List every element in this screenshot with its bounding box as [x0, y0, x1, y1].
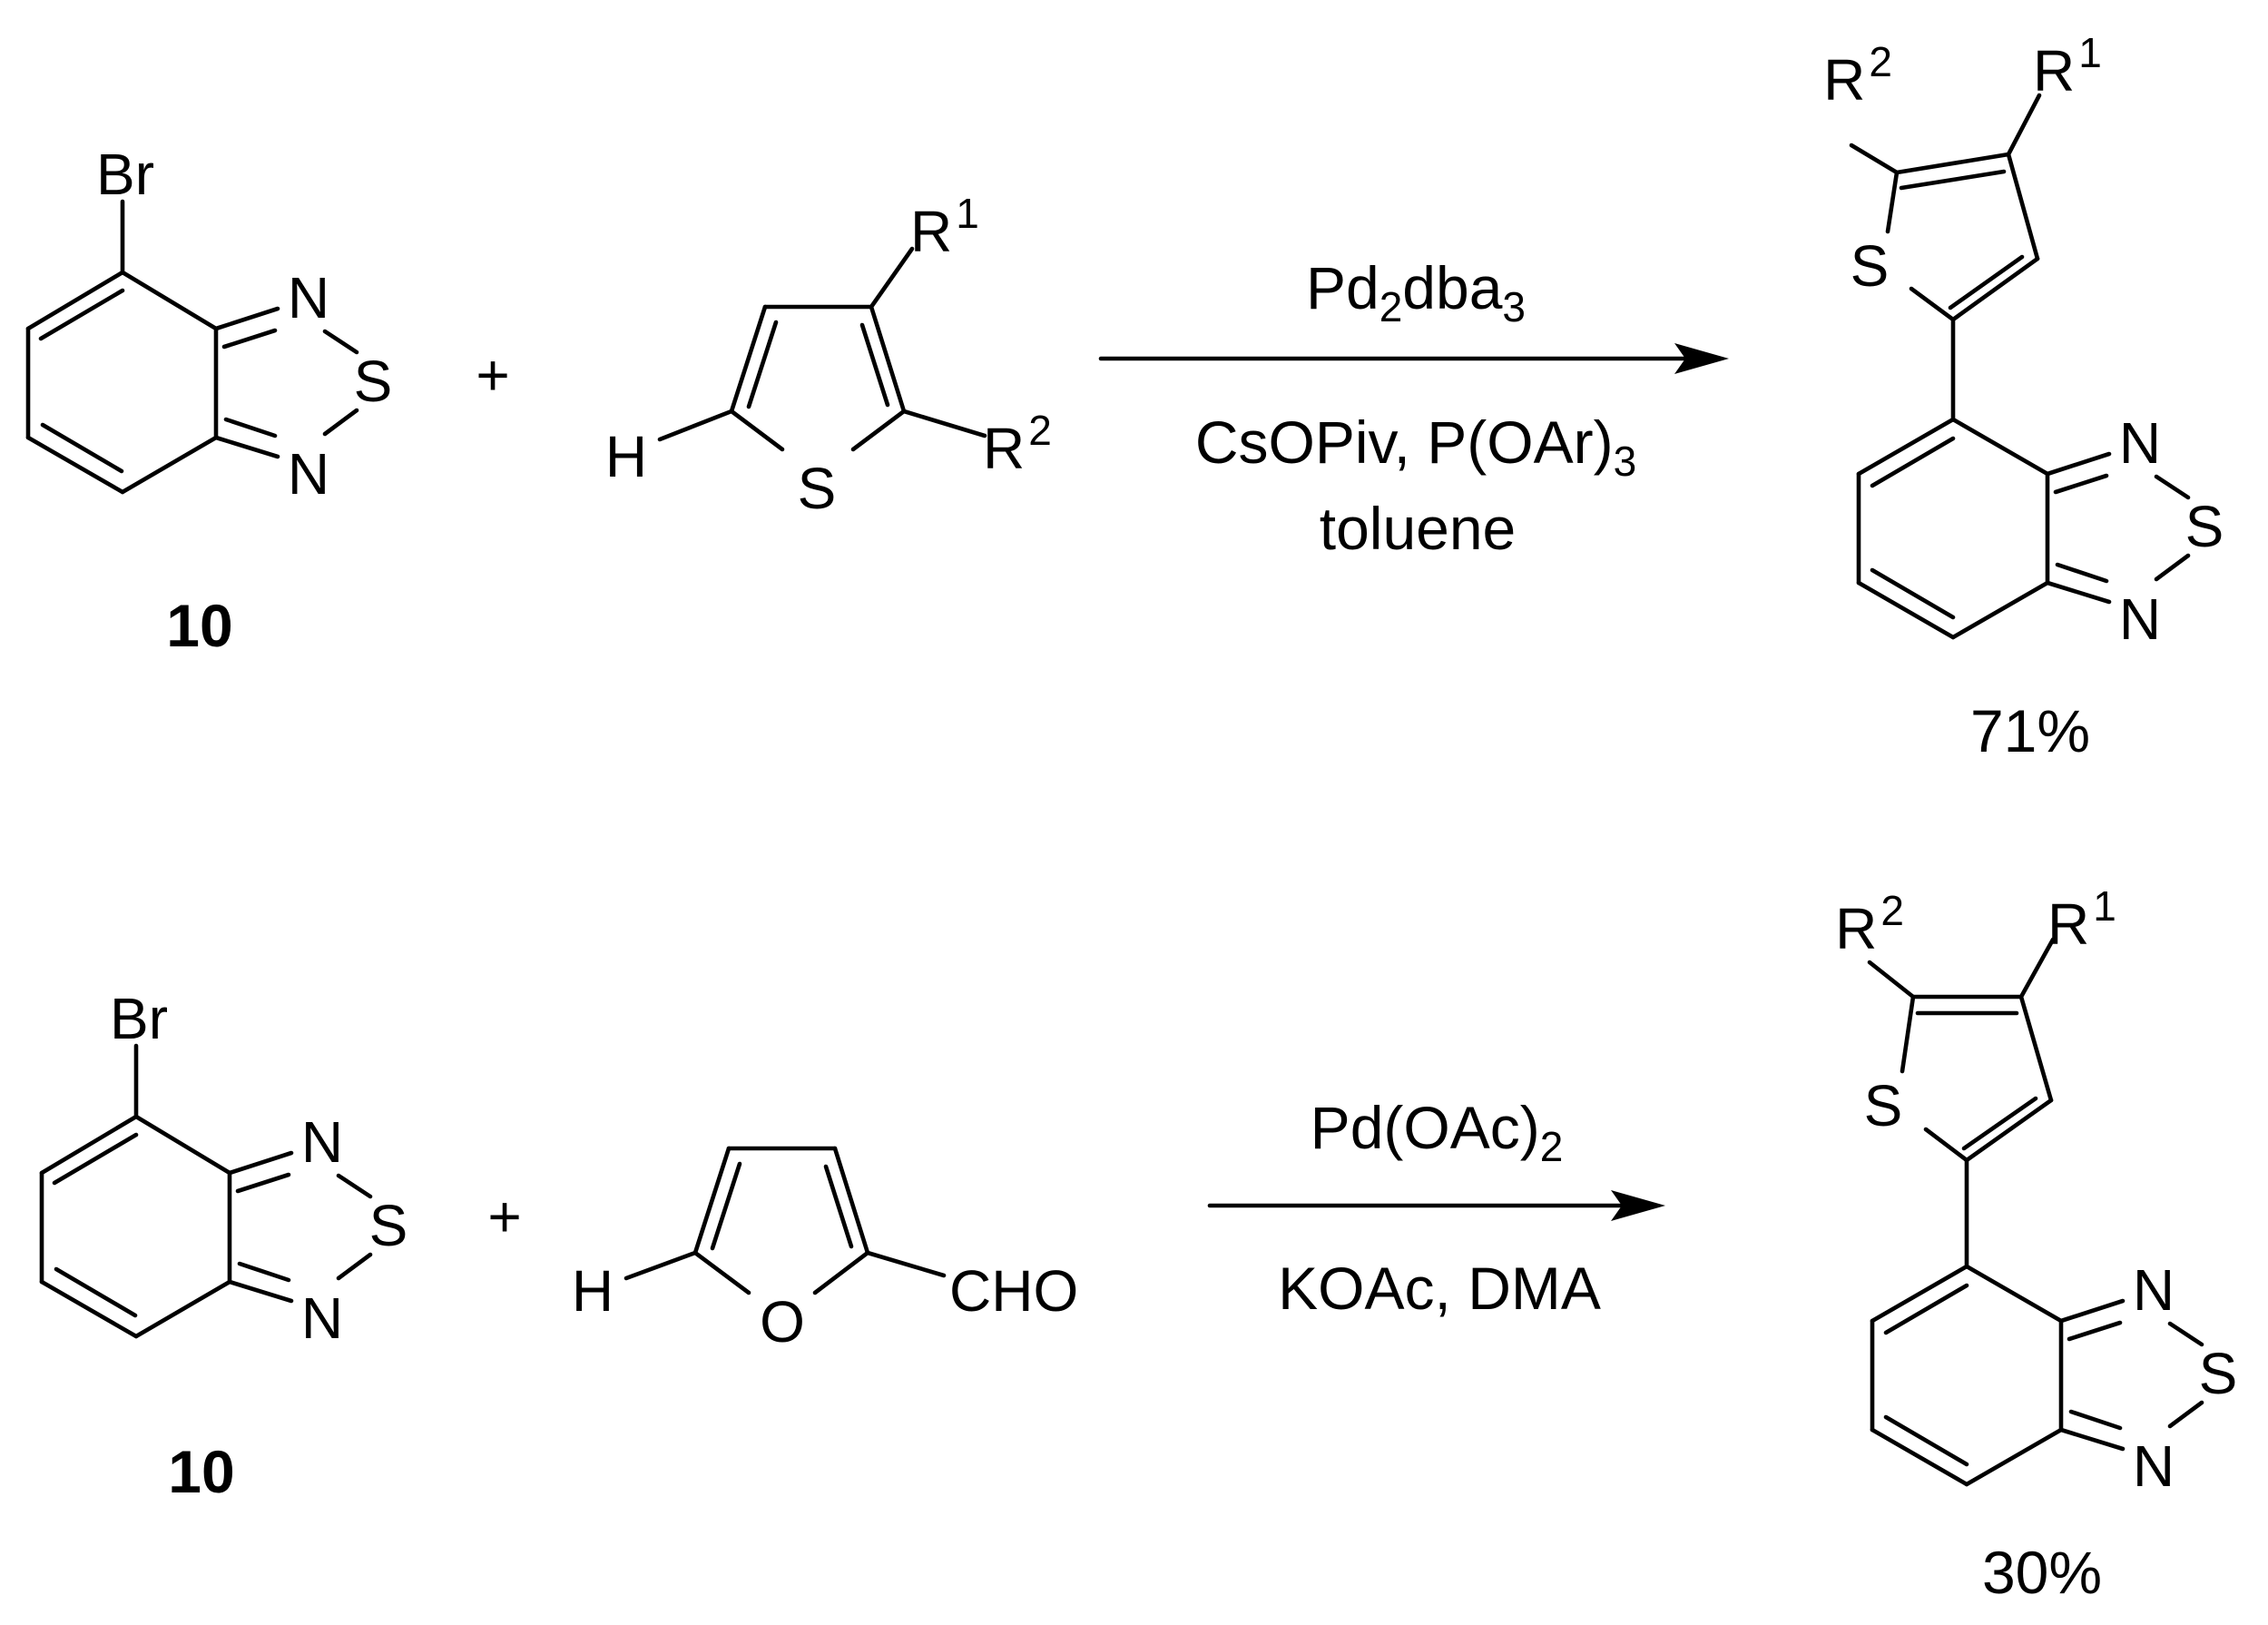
atom-n-top: N: [288, 265, 329, 330]
substituent-r2: R2: [1823, 38, 1892, 113]
reaction-arrow-1: Pd2dba3 CsOPiv, P(OAr)3 toluene: [1098, 254, 1729, 562]
atom-s: S: [354, 349, 393, 414]
plus-sign: +: [476, 342, 509, 408]
atom-n-top: N: [2133, 1257, 2175, 1323]
plus-sign: +: [487, 1184, 521, 1249]
reactant-benzothiadiazole-2: Br N S N 10: [39, 986, 408, 1505]
atom-s: S: [2199, 1341, 2238, 1406]
substituent-r2: R2: [983, 407, 1052, 481]
atom-n-top: N: [301, 1109, 343, 1175]
atom-s: S: [369, 1193, 408, 1258]
atom-ring-s: S: [798, 456, 837, 521]
atom-h: H: [572, 1258, 614, 1324]
product-2: R2 R1 S N S N 30%: [1835, 882, 2237, 1606]
atom-ring-s: S: [1864, 1073, 1903, 1138]
catalyst-label: Pd(OAc)2: [1311, 1094, 1564, 1170]
yield-label: 30%: [1982, 1539, 2102, 1606]
atom-n-top: N: [2119, 410, 2161, 476]
solvent-label: toluene: [1320, 495, 1517, 562]
product-1: R2 R1 S N S N 71%: [1823, 29, 2224, 764]
atom-n-bottom: N: [301, 1285, 343, 1351]
reaction-arrow-2: Pd(OAc)2 KOAc, DMA: [1207, 1094, 1665, 1322]
compound-label: 10: [168, 1438, 234, 1505]
substituent-r1: R1: [910, 190, 979, 264]
substituent-cho: CHO: [949, 1258, 1078, 1324]
atom-br: Br: [96, 142, 154, 207]
compound-label: 10: [166, 592, 232, 659]
atom-br: Br: [110, 986, 168, 1051]
reagents-label: CsOPiv, P(OAr)3: [1195, 409, 1636, 485]
reagents-label: KOAc, DMA: [1278, 1255, 1601, 1322]
reactant-benzothiadiazole-1: Br N S N 10: [25, 142, 393, 659]
substituent-r2: R2: [1835, 887, 1904, 961]
atom-n-bottom: N: [288, 441, 329, 507]
reaction-row-1: Br N S N 10 + S H R1 R2 P: [25, 29, 2224, 764]
reaction-row-2: Br N S N 10 + O H CHO Pd(OAc)2 K: [39, 882, 2237, 1606]
substituent-r1: R1: [2047, 882, 2116, 957]
atom-h: H: [605, 424, 647, 489]
yield-label: 71%: [1970, 697, 2090, 764]
atom-ring-s: S: [1851, 233, 1890, 299]
atom-s: S: [2185, 494, 2224, 559]
reactant-furfural: O H CHO: [572, 1146, 1078, 1354]
substituent-r1: R1: [2033, 29, 2102, 103]
reactant-thiophene: S H R1 R2: [605, 190, 1052, 521]
atom-n-bottom: N: [2133, 1433, 2175, 1499]
atom-n-bottom: N: [2119, 586, 2161, 652]
atom-ring-o: O: [760, 1289, 805, 1354]
catalyst-label: Pd2dba3: [1306, 254, 1526, 330]
